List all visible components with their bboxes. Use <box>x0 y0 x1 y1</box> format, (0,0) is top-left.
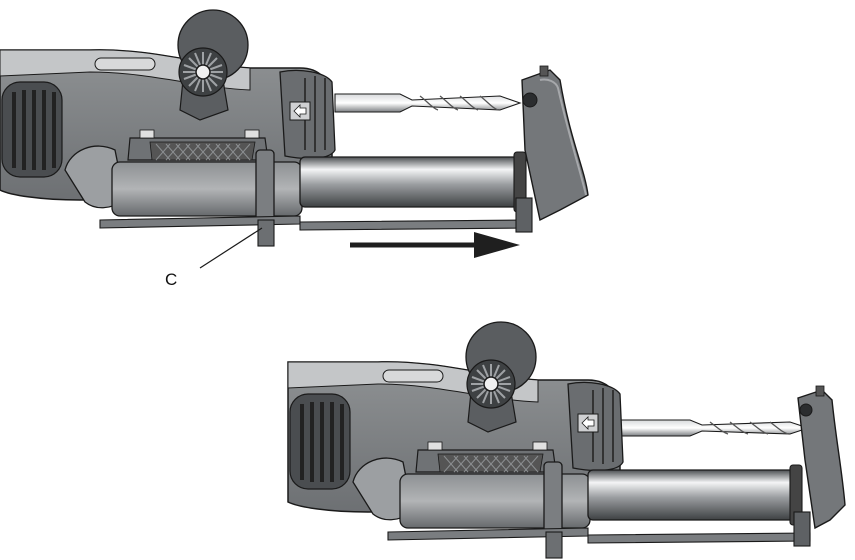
drill-bit-icon <box>334 93 522 113</box>
direction-arrow-icon <box>350 232 520 258</box>
drill-bottom-view <box>286 320 846 560</box>
dust-extractor-icon <box>515 65 589 233</box>
extension-tube <box>299 151 531 231</box>
callout-label-c: C <box>165 270 178 289</box>
drill-top-view <box>0 8 589 269</box>
extension-tube <box>587 464 811 544</box>
drill-bit-icon <box>619 419 810 437</box>
callout-leader-line <box>199 227 263 269</box>
dust-extractor-icon <box>793 385 846 547</box>
